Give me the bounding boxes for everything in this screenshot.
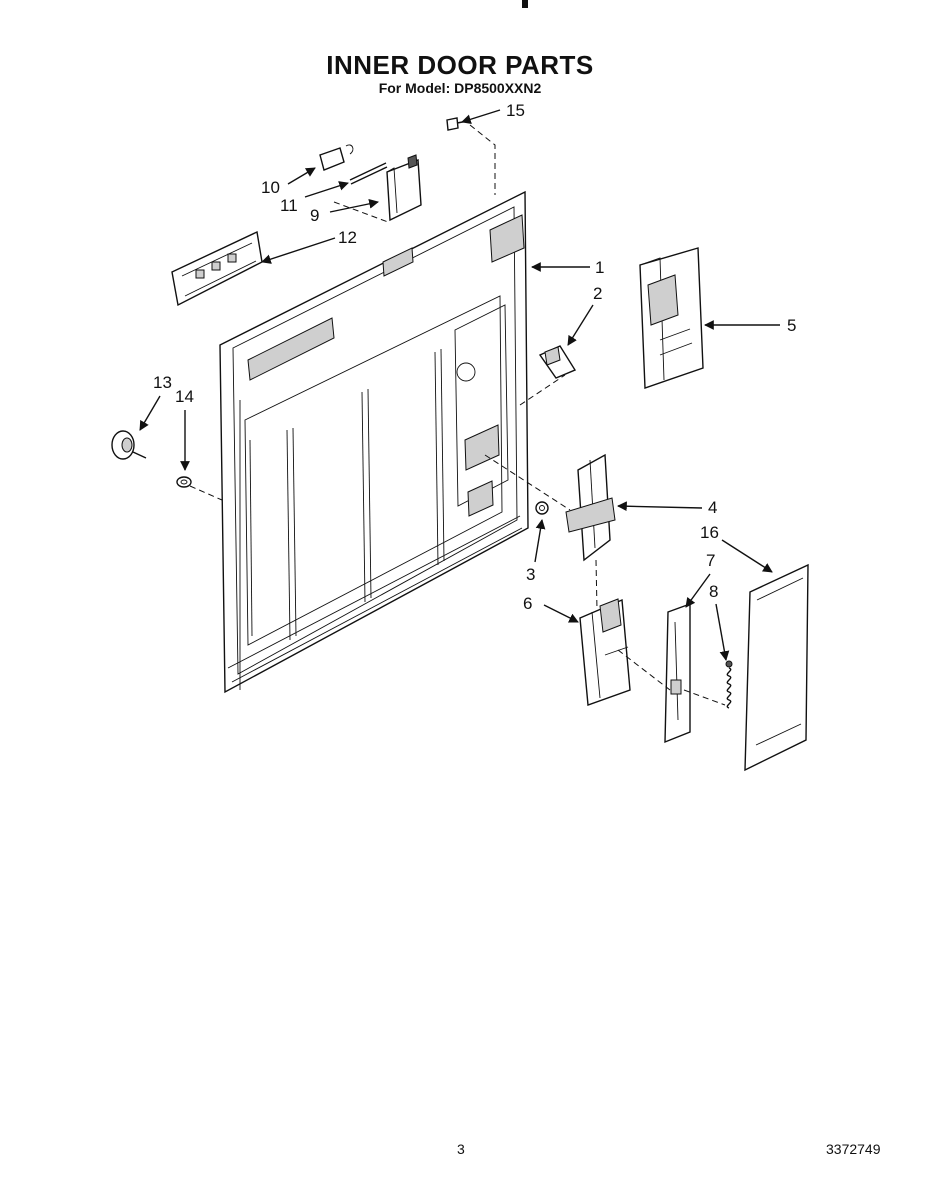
document-number: 3372749 — [826, 1141, 881, 1157]
part-8-spring — [725, 660, 733, 709]
part-11-rod — [349, 162, 388, 185]
callout-11: 11 — [280, 196, 298, 215]
part-3-nut — [535, 501, 549, 515]
scan-mark — [522, 0, 528, 8]
callout-labels: 1 2 3 4 5 6 7 8 9 10 11 12 13 14 15 16 — [153, 101, 796, 613]
part-4-latch-actuator — [565, 453, 616, 562]
part-13-knob — [111, 430, 147, 460]
part-10-clip — [319, 144, 354, 171]
part-2-latch-button — [538, 345, 577, 379]
page-title: INNER DOOR PARTS — [326, 50, 594, 80]
callout-arrows — [139, 109, 780, 661]
callout-5: 5 — [787, 316, 796, 335]
callout-3: 3 — [526, 565, 535, 584]
callout-10: 10 — [261, 178, 280, 197]
callout-12: 12 — [338, 228, 357, 247]
part-14-washer — [176, 476, 192, 488]
part-15-screw — [446, 117, 469, 131]
part-9-cover — [386, 154, 422, 222]
callout-14: 14 — [175, 387, 194, 406]
part-5-switch-housing — [639, 247, 704, 389]
model-subtitle: For Model: DP8500XXN2 — [378, 80, 542, 96]
callout-16: 16 — [700, 523, 719, 542]
callout-1: 1 — [595, 258, 604, 277]
part-12-handle-bracket — [171, 230, 263, 307]
callout-15: 15 — [506, 101, 525, 120]
callout-13: 13 — [153, 373, 172, 392]
callout-7: 7 — [706, 551, 715, 570]
callout-2: 2 — [593, 284, 602, 303]
callout-6: 6 — [523, 594, 532, 613]
page-number: 3 — [457, 1141, 465, 1157]
assembly-lines — [189, 124, 726, 706]
callout-9: 9 — [310, 206, 319, 225]
part-1-inner-door-panel — [219, 190, 529, 694]
part-6-latch-housing — [579, 598, 631, 706]
part-16-side-panel — [744, 563, 809, 772]
part-7-slide-bar — [664, 603, 691, 744]
callout-4: 4 — [708, 498, 717, 517]
callout-8: 8 — [709, 582, 718, 601]
